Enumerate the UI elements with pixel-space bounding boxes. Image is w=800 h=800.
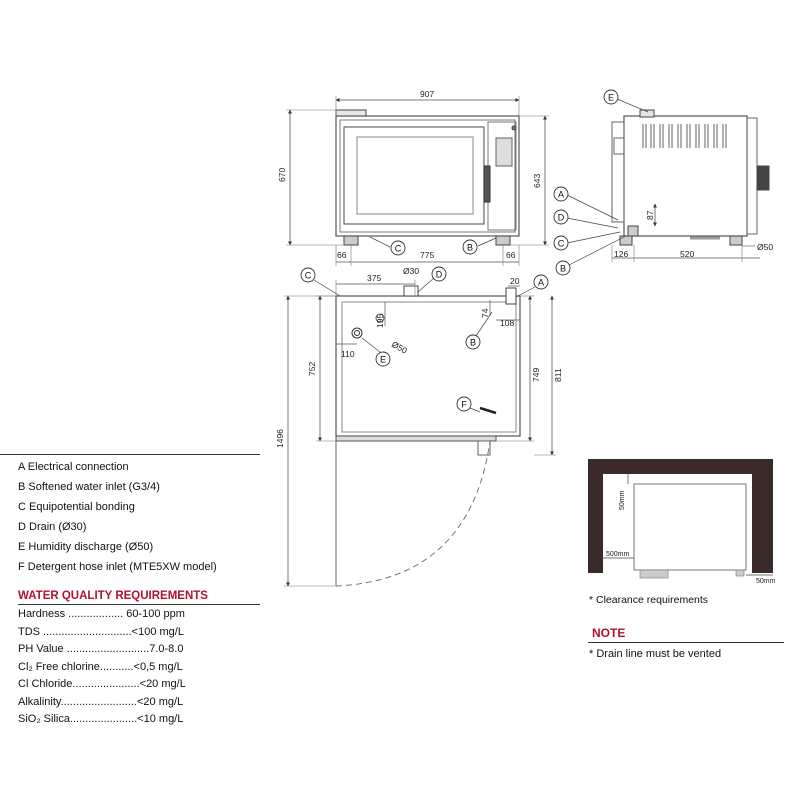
top-callout-b: B [465, 334, 481, 350]
side-drain-height-dim: 87 [645, 210, 655, 220]
top-811-dim: 811 [553, 368, 563, 382]
clearance-side-dim: 50mm [756, 578, 776, 585]
side-callout-d: D [553, 209, 569, 225]
front-view [286, 96, 549, 266]
connection-legend: A Electrical connection B Softened water… [18, 457, 260, 577]
svg-text:C: C [305, 271, 312, 281]
top-108-dim: 108 [500, 318, 514, 328]
side-callout-c: C [553, 235, 569, 251]
side-vent-dia-dim: Ø50 [757, 242, 773, 252]
svg-text:A: A [558, 190, 564, 200]
note-title: NOTE [592, 626, 626, 640]
side-view [566, 98, 770, 266]
top-callout-e: E [375, 351, 391, 367]
front-callout-b: B [462, 239, 478, 255]
top-1496-dim: 1496 [275, 429, 285, 448]
front-callout-c: C [390, 240, 406, 256]
front-width-dim: 907 [420, 89, 434, 99]
legend-item-a: A Electrical connection [18, 461, 129, 473]
legend-item-d: D Drain (Ø30) [18, 521, 87, 533]
clearance-diagram [588, 459, 773, 579]
legend-item-c: C Equipotential bonding [18, 501, 135, 513]
svg-text:B: B [467, 243, 473, 253]
svg-text:C: C [395, 244, 402, 254]
top-view [284, 277, 556, 587]
side-callout-e: E [603, 89, 619, 105]
legend-item-f: F Detergent hose inlet (MTE5XW model) [18, 561, 217, 573]
water-quality-rule [18, 604, 260, 605]
top-callout-a: A [533, 274, 549, 290]
wq-row-free-chlorine: Cl₂ Free chlorine...........<0,5 mg/L [18, 660, 183, 673]
wq-row-alkalinity: Alkalinity.........................<20 m… [18, 695, 184, 708]
clearance-top-dim: 50mm [619, 490, 626, 510]
water-quality-title: WATER QUALITY REQUIREMENTS [18, 590, 208, 602]
side-depth-b-dim: 520 [680, 249, 694, 259]
legend-item-b: B Softened water inlet (G3/4) [18, 481, 160, 493]
wq-row-chloride: Cl Chloride......................<20 mg/… [18, 678, 186, 690]
wq-row-tds: TDS .............................<100 mg… [18, 625, 184, 638]
top-749-dim: 749 [531, 368, 541, 382]
top-195-dim: 195 [375, 314, 385, 328]
svg-text:C: C [558, 239, 565, 249]
top-callout-d: D [431, 266, 447, 282]
side-callout-b: B [555, 260, 571, 276]
top-20-dim: 20 [510, 276, 520, 286]
top-callout-f: F [456, 396, 472, 412]
wq-row-hardness: Hardness .................. 60-100 ppm [18, 608, 185, 620]
clearance-caption: * Clearance requirements [589, 594, 709, 606]
front-right-foot-dim: 66 [506, 250, 516, 260]
wq-row-silica: SiO₂ Silica......................<10 mg/… [18, 713, 184, 725]
svg-text:B: B [470, 338, 476, 348]
svg-text:B: B [560, 264, 566, 274]
front-inner-height-dim: 643 [532, 174, 542, 188]
front-center-dim: 775 [420, 250, 434, 260]
top-752-dim: 752 [307, 362, 317, 376]
svg-text:E: E [380, 355, 386, 365]
top-375-dim: 375 [367, 273, 381, 283]
top-drain-dia-dim: Ø30 [403, 266, 419, 276]
svg-text:F: F [461, 400, 467, 410]
note-text: * Drain line must be vented [589, 648, 722, 660]
top-110-dim: 110 [341, 349, 355, 359]
legend-rule [0, 454, 260, 455]
clearance-front-dim: 500mm [606, 551, 630, 558]
wq-row-ph: PH Value ...........................7.0-… [18, 643, 184, 655]
side-depth-a-dim: 126 [614, 249, 628, 259]
legend-item-e: E Humidity discharge (Ø50) [18, 541, 154, 553]
svg-text:E: E [608, 93, 614, 103]
top-74-dim: 74 [480, 308, 490, 318]
water-quality-table: Hardness .................. 60-100 ppm T… [18, 606, 186, 729]
svg-text:D: D [558, 213, 565, 223]
note-rule [588, 642, 784, 643]
side-callout-a: A [553, 186, 569, 202]
front-height-dim: 670 [277, 168, 287, 182]
front-left-foot-dim: 66 [337, 250, 347, 260]
svg-text:A: A [538, 278, 544, 288]
svg-text:D: D [436, 270, 443, 280]
top-callout-c: C [300, 267, 316, 283]
